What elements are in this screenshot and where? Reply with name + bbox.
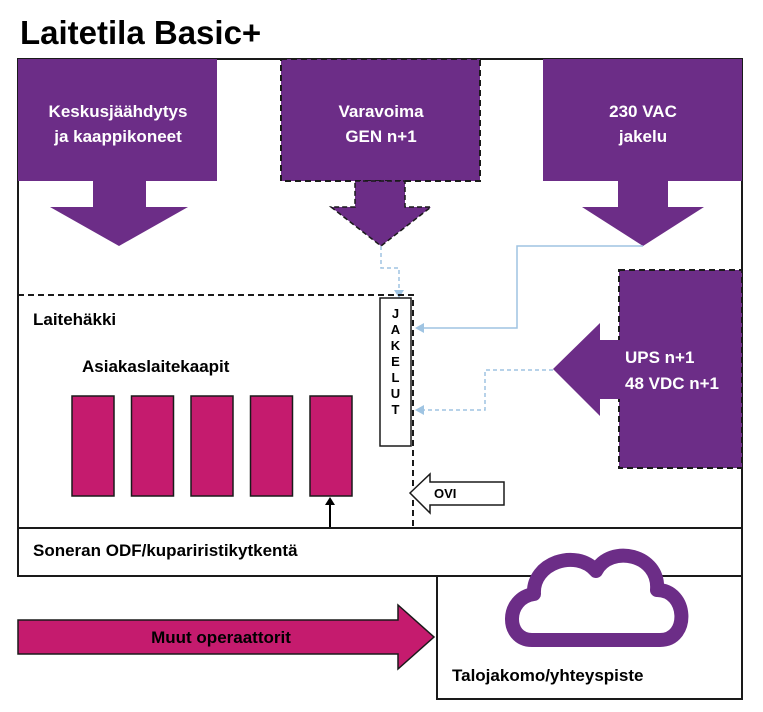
backup-power-down-arrow: [328, 180, 434, 247]
distribution-letter: J: [392, 306, 399, 321]
odf-label: Soneran ODF/kupariristikytkentä: [33, 541, 298, 560]
ac-distribution-label-2: jakelu: [618, 127, 667, 146]
cooling-label-2: ja kaappikoneet: [53, 127, 182, 146]
cooling-down-arrow: [50, 181, 188, 246]
customer-rack: [309, 395, 353, 497]
rack-odf-arrow-up: [325, 497, 335, 505]
ups-to-jakelut-line: [418, 369, 553, 411]
customer-rack: [130, 395, 175, 497]
cooling-label: Keskusjäähdytys: [49, 102, 188, 121]
ups-box: [618, 269, 743, 469]
ups-label-2: 48 VDC n+1: [625, 374, 719, 393]
distribution-letter: E: [391, 354, 400, 369]
distribution-letter: U: [391, 386, 400, 401]
equipment-cage-outline: [18, 294, 414, 528]
other-operators-label: Muut operaattorit: [151, 628, 291, 647]
backup-power-label: Varavoima: [338, 102, 424, 121]
cloud-icon: [505, 548, 689, 647]
backup-to-jakelut-line: [380, 246, 400, 295]
customer-rack: [71, 395, 115, 497]
door-label: OVI: [434, 486, 456, 501]
distribution-letter: T: [392, 402, 400, 417]
ac-distribution-label: 230 VAC: [609, 102, 677, 121]
cage-label: Laitehäkki: [33, 310, 116, 329]
customer-racks: [71, 395, 353, 497]
customer-rack: [190, 395, 234, 497]
racks-label: Asiakaslaitekaapit: [82, 357, 230, 376]
page-title: Laitetila Basic+: [20, 14, 261, 51]
other-operators-arrow: [17, 603, 436, 671]
distribution-letter: K: [391, 338, 401, 353]
ac-to-jakelut-arrowhead: [415, 323, 424, 333]
ups-label: UPS n+1: [625, 348, 694, 367]
distribution-letter: L: [392, 370, 400, 385]
ac-distribution-box: [543, 59, 742, 181]
backup-power-label-2: GEN n+1: [345, 127, 416, 146]
cooling-box: [18, 59, 217, 181]
ac-to-jakelut-line: [418, 245, 643, 329]
ups-to-jakelut-arrowhead: [415, 405, 424, 415]
distribution-letter: A: [391, 322, 401, 337]
building-point-label: Talojakomo/yhteyspiste: [452, 666, 643, 685]
distribution-panel: [379, 297, 412, 447]
customer-rack: [249, 395, 294, 497]
ac-distribution-down-arrow: [582, 181, 704, 246]
ups-left-arrow: [553, 323, 620, 416]
door-arrow: [408, 472, 505, 515]
